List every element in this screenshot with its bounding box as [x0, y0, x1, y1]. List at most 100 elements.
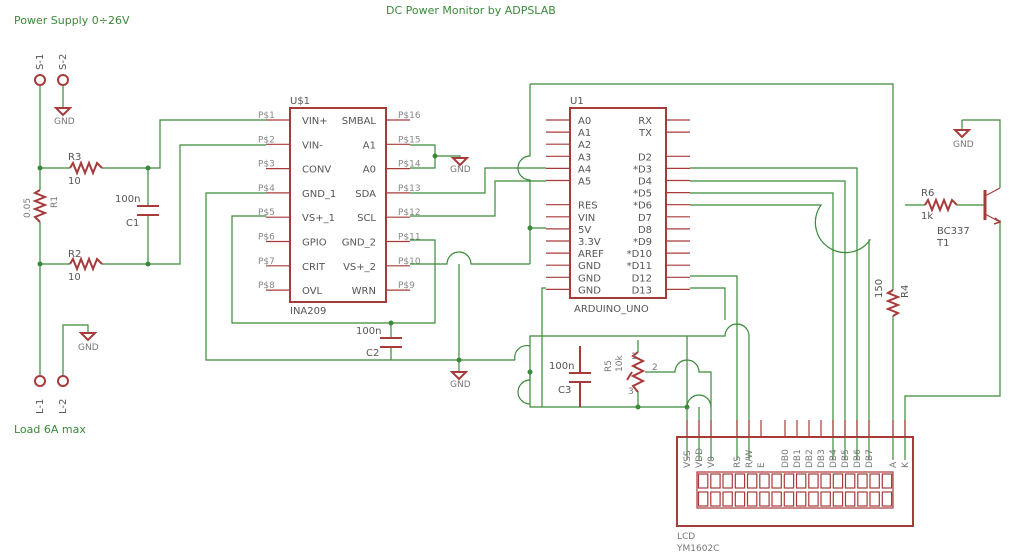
ina-pin-number: P$11	[398, 233, 421, 243]
lcd-cell	[722, 473, 733, 489]
uno-pin-label: A4	[578, 164, 591, 175]
r5-pin2: 2	[652, 363, 658, 373]
lcd-cell	[710, 473, 721, 489]
lcd-pin-label: DB0	[781, 449, 791, 468]
r1-name: R1	[50, 196, 60, 208]
ina-pin-label: OVL	[302, 286, 323, 297]
ina-pin-label: VIN-	[302, 140, 323, 151]
ina-pin-label: WRN	[352, 286, 376, 297]
lcd-pin-label: DB6	[853, 449, 863, 468]
lcd-cell	[759, 491, 770, 507]
lcd-cell	[783, 473, 795, 489]
c2-name: C2	[366, 348, 379, 359]
ina-pin-number: P$8	[258, 281, 275, 291]
c3-name: C3	[558, 385, 571, 396]
uno-pin-label: A1	[578, 128, 591, 139]
gnd-symbol-ina: GND	[450, 157, 471, 175]
ina-pin-label: A0	[363, 165, 376, 176]
uno-pin-label: GND	[578, 261, 601, 272]
uno-pin-label: *D3	[633, 164, 652, 175]
r2-value: 10	[68, 272, 81, 283]
uno-pins: A0A1A2A3A4A5RESVIN5V3.3VAREFGNDGNDGNDRXT…	[546, 116, 690, 296]
ina-pin-number: P$12	[398, 208, 421, 218]
lcd-cell	[857, 491, 868, 507]
ina-pin-number: P$7	[258, 257, 275, 267]
capacitor-c2: 100n C2	[356, 326, 402, 359]
uno-pin-label: D2	[638, 152, 652, 163]
uno-pin-label: TX	[638, 128, 652, 139]
r2-name: R2	[68, 249, 81, 260]
uno-pin-label: D8	[638, 225, 652, 236]
ina-pin-label: GPIO	[302, 238, 327, 249]
r5-pin3: 3	[628, 387, 634, 397]
ina209-ref: U$1	[290, 96, 310, 107]
uno-pin-label: RES	[578, 201, 598, 212]
potentiometer-r5: R5 10k 1 2 3	[604, 351, 658, 397]
gnd-symbol-bottom: GND	[449, 371, 471, 390]
r1-value: 0.05	[23, 198, 33, 218]
lcd-pin-label: K	[901, 461, 911, 468]
ina-pin-label: VS+_1	[302, 213, 335, 224]
lcd-cell	[844, 491, 856, 507]
uno-pin-label: VIN	[578, 213, 595, 224]
uno-pin-label: *D5	[633, 189, 652, 200]
lcd-pin-label: DB7	[865, 449, 875, 468]
lcd-cell	[746, 491, 758, 507]
uno-wires	[514, 83, 1001, 460]
ina-pin-number: P$16	[398, 111, 421, 121]
lcd-pin-label: VSS	[683, 450, 693, 468]
lcd-pin-label: DB2	[805, 449, 815, 468]
lcd-cell	[832, 473, 844, 489]
r3-name: R3	[68, 152, 81, 163]
lcd-pin-label: DB5	[841, 449, 851, 468]
lcd-cell	[722, 491, 733, 507]
lcd-cell	[697, 491, 709, 507]
ina-pin-label: SCL	[357, 213, 376, 224]
ina-pin-number: P$2	[258, 135, 275, 145]
capacitor-c1: 100n C1	[115, 194, 159, 229]
uno-pin-label: 5V	[578, 225, 591, 236]
uno-pin-label: A2	[578, 140, 591, 151]
c1-name: C1	[126, 218, 139, 229]
lcd-cell	[746, 473, 758, 489]
r6-name: R6	[921, 188, 934, 199]
uno-pin-label: A0	[578, 116, 591, 127]
ina-pin-label: A1	[363, 140, 376, 151]
lcd-cell	[832, 491, 844, 507]
uno-pin-label: GND	[578, 285, 601, 296]
resistor-r6: R6 1k	[921, 188, 958, 222]
c3-value: 100n	[549, 361, 574, 372]
ina-pin-number: P$3	[258, 160, 275, 170]
transistor-t1: BC337 T1	[936, 187, 1002, 249]
gnd-label: GND	[953, 140, 974, 150]
uno-pin-label: *D11	[627, 261, 652, 272]
r5-value: 10k	[615, 355, 625, 372]
ina-pin-number: P$14	[398, 160, 421, 170]
uno-pin-label: RX	[638, 116, 652, 127]
arduino-uno: U1 ARDUINO_UNO A0A1A2A3A4A5RESVIN5V3.3VA…	[546, 96, 690, 315]
ina-pin-label: CONV	[302, 165, 331, 176]
left-wires	[39, 86, 250, 376]
lcd-pin-label: V0	[707, 456, 717, 468]
lcd-cell	[844, 473, 856, 489]
ina-pin-number: P$5	[258, 208, 275, 218]
resistor-r3: R3 10	[68, 152, 103, 187]
ina-pin-number: P$15	[398, 135, 421, 145]
uno-pin-label: D13	[632, 285, 652, 296]
terminal-s2: S-2	[57, 54, 69, 86]
lcd-character-grid	[697, 473, 893, 507]
ina209-name: INA209	[290, 306, 326, 317]
resistor-r1: 0.05 R1	[23, 189, 60, 223]
uno-pin-label: D7	[638, 213, 652, 224]
lcd-cell	[808, 491, 819, 507]
lcd-pin-label: DB4	[829, 449, 839, 468]
uno-name: ARDUINO_UNO	[574, 304, 649, 315]
gnd-label: GND	[450, 380, 471, 390]
ina-pin-label: VIN+	[302, 116, 328, 127]
r4-name: R4	[900, 285, 911, 298]
lcd-cell	[869, 491, 880, 507]
gnd-symbol-t1: GND	[952, 120, 974, 150]
